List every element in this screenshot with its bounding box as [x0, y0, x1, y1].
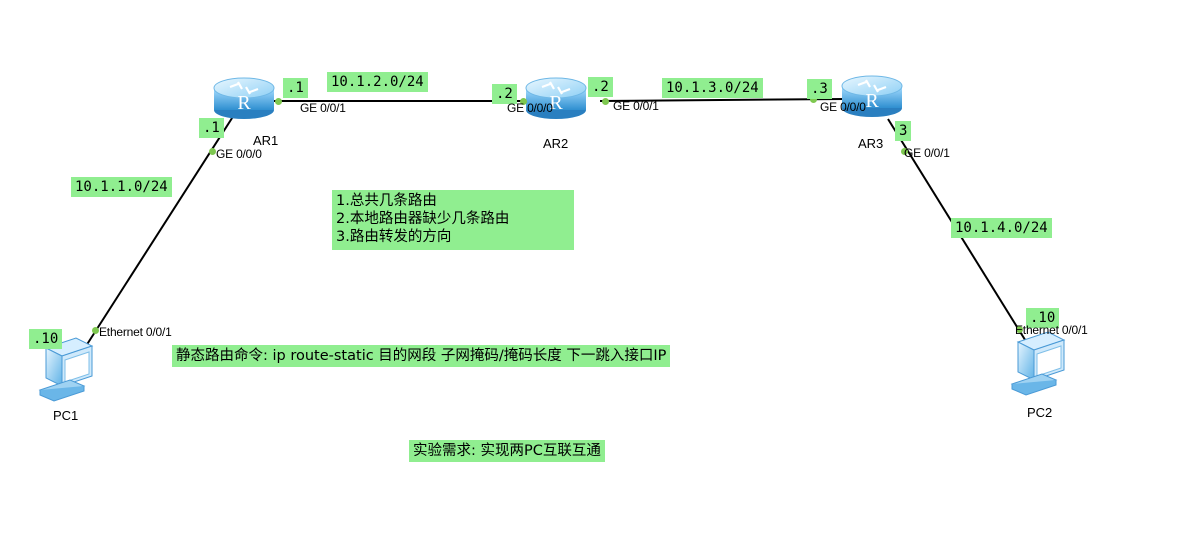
host-id-pc2: .10 — [1026, 308, 1060, 328]
port-dot — [810, 96, 817, 103]
requirement-note: 实验需求: 实现两PC互联互通 — [409, 440, 605, 462]
static-route-command-note: 静态路由命令: ip route-static 目的网段 子网掩码/掩码长度 下… — [172, 345, 671, 367]
ar1-name: AR1 — [253, 133, 279, 148]
network-label-10-1-3-0: 10.1.3.0/24 — [662, 78, 763, 98]
port-dot — [1016, 326, 1023, 333]
port-ar3-g001: GE 0/0/1 — [904, 146, 950, 160]
host-id-ar2-g000: .2 — [492, 84, 517, 104]
pc1-name: PC1 — [53, 408, 79, 423]
port-ar3-g000: GE 0/0/0 — [820, 100, 866, 114]
port-ar2-g001: GE 0/0/1 — [613, 99, 659, 113]
network-label-10-1-4-0: 10.1.4.0/24 — [951, 218, 1052, 238]
questions-note: 1.总共几条路由 2.本地路由器缺少几条路由 3.路由转发的方向 — [332, 190, 574, 250]
question-2: 2.本地路由器缺少几条路由 — [336, 211, 510, 227]
port-ar1-g001: GE 0/0/1 — [300, 101, 346, 115]
host-id-ar3-g001: 3 — [895, 121, 912, 141]
host-id-ar1-g000: .1 — [199, 118, 224, 138]
host-id-pc1: .10 — [29, 329, 63, 349]
port-dot — [92, 327, 99, 334]
network-label-10-1-2-0: 10.1.2.0/24 — [327, 72, 428, 92]
link-ar2-ar3 — [599, 98, 846, 102]
pc2-icon[interactable] — [1011, 331, 1065, 396]
port-dot — [275, 98, 282, 105]
port-dot — [520, 98, 527, 105]
port-dot — [901, 148, 908, 155]
port-ar1-g000: GE 0/0/0 — [216, 147, 262, 161]
pc2-name: PC2 — [1027, 405, 1053, 420]
question-1: 1.总共几条路由 — [336, 193, 437, 209]
port-ar2-g000: GE 0/0/0 — [507, 101, 553, 115]
port-pc2-eth: Ethernet 0/0/1 — [1015, 323, 1088, 337]
host-id-ar2-g001: .2 — [588, 77, 613, 97]
host-id-ar1-g001: .1 — [283, 78, 308, 98]
router-ar1-icon[interactable] — [212, 76, 276, 121]
ar3-name: AR3 — [858, 136, 884, 151]
host-id-ar3-g000: .3 — [807, 79, 832, 99]
network-label-10-1-1-0: 10.1.1.0/24 — [71, 177, 172, 197]
port-pc1-eth: Ethernet 0/0/1 — [99, 325, 172, 339]
port-dot — [602, 98, 609, 105]
port-dot — [209, 148, 216, 155]
ar2-name: AR2 — [543, 136, 569, 151]
question-3: 3.路由转发的方向 — [336, 229, 452, 245]
